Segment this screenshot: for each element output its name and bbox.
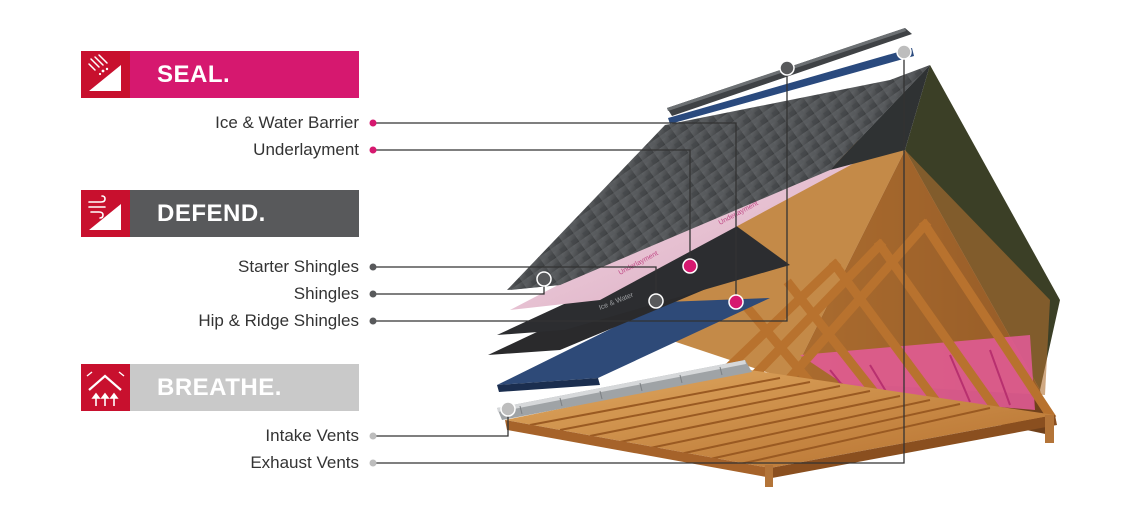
section-breathe: BREATHE. bbox=[81, 364, 359, 411]
label-dots bbox=[369, 119, 377, 467]
intake-vent-strip bbox=[497, 360, 752, 420]
airflow-roof-icon bbox=[81, 364, 130, 411]
wind-roof-icon bbox=[81, 190, 130, 237]
marker-starter bbox=[648, 293, 664, 309]
marker-shingles bbox=[536, 271, 552, 287]
label-hip-ridge-shingles: Hip & Ridge Shingles bbox=[198, 311, 359, 330]
dot-exhaust bbox=[369, 459, 377, 467]
marker-underlayment bbox=[682, 258, 698, 274]
marker-ice-water bbox=[728, 294, 744, 310]
section-title-defend: DEFEND. bbox=[130, 190, 359, 237]
water-splash-roof-icon bbox=[81, 51, 130, 98]
dot-underlayment bbox=[369, 146, 377, 154]
label-underlayment: Underlayment bbox=[253, 140, 359, 159]
label-exhaust-vents: Exhaust Vents bbox=[250, 453, 359, 472]
section-title-breathe: BREATHE. bbox=[130, 364, 359, 411]
diagram-markers bbox=[500, 44, 912, 417]
label-intake-vents: Intake Vents bbox=[265, 426, 359, 445]
marker-hip-ridge bbox=[779, 60, 795, 76]
label-ice-water-barrier: Ice & Water Barrier bbox=[215, 113, 359, 132]
marker-exhaust bbox=[896, 44, 912, 60]
dot-starter bbox=[369, 263, 377, 271]
dot-hip-ridge bbox=[369, 317, 377, 325]
marker-intake bbox=[500, 401, 516, 417]
label-starter-shingles: Starter Shingles bbox=[238, 257, 359, 276]
section-seal: SEAL. bbox=[81, 51, 359, 98]
dot-intake bbox=[369, 432, 377, 440]
section-title-seal: SEAL. bbox=[130, 51, 359, 98]
label-shingles: Shingles bbox=[293, 284, 359, 303]
dot-shingles bbox=[369, 290, 377, 298]
dot-ice-water bbox=[369, 119, 377, 127]
section-defend: DEFEND. bbox=[81, 190, 359, 237]
exploded-roof-layers: Ice & Water Underlayment Underlayment bbox=[488, 28, 930, 392]
